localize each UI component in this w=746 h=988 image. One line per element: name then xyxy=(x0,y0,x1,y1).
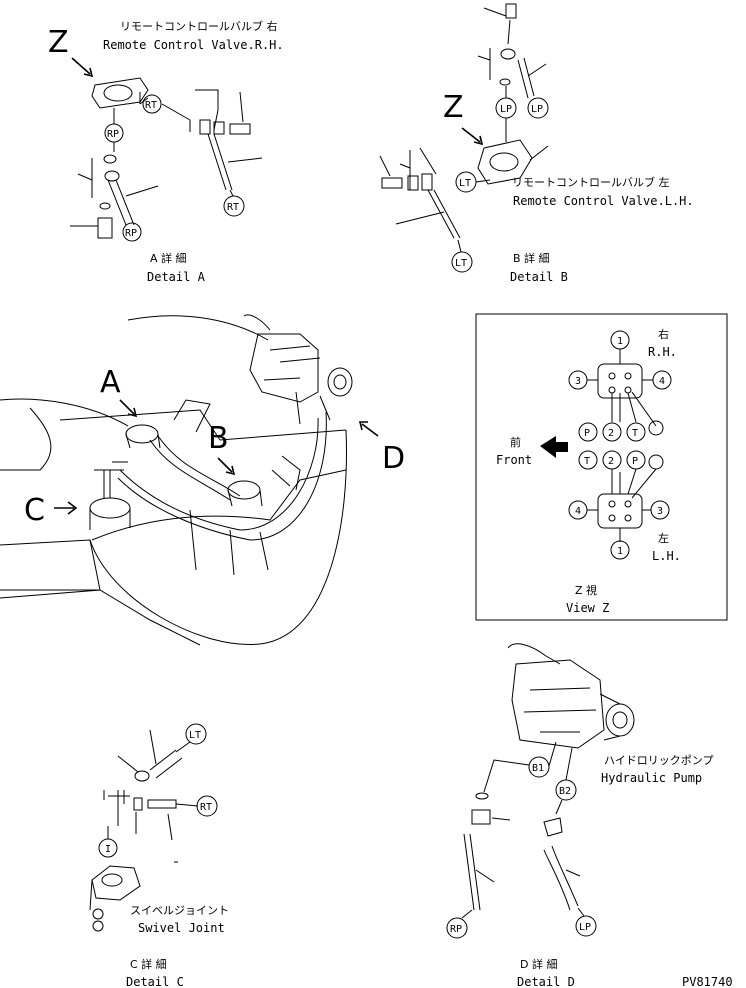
port-1-bottom: 1 xyxy=(617,546,623,557)
view-z-front-en: Front xyxy=(496,453,532,467)
detail-b-title-jp: リモートコントロールバルブ 左 xyxy=(512,175,670,189)
tag-i: I xyxy=(105,844,111,855)
detail-d-caption-en: Detail D xyxy=(517,975,575,988)
detail-b-caption-jp: B 詳 細 xyxy=(513,251,550,265)
detail-a-caption-jp: A 詳 細 xyxy=(150,251,187,265)
tag-rt-c: RT xyxy=(200,802,212,813)
port-tag-rp-d xyxy=(446,917,468,939)
valve-a xyxy=(125,424,159,444)
view-letter-z: Z xyxy=(48,25,69,60)
detail-d: ハイドロリックポンプ Hydraulic Pump B1 B2 RP LP D … xyxy=(446,643,713,988)
view-z-rh-jp: 右 xyxy=(658,327,669,341)
view-z-frame xyxy=(475,313,728,621)
direction-arrow-icon xyxy=(54,501,78,515)
port-tag-lp-2 xyxy=(527,97,549,119)
detail-d-caption-jp: D 詳 細 xyxy=(520,957,557,971)
port-2-bottom: 2 xyxy=(608,456,614,467)
detail-a: Z リモートコントロールバルブ 右 Remote Control Valve.R… xyxy=(48,19,284,284)
tag-lp-d: LP xyxy=(579,922,591,933)
direction-arrow-icon xyxy=(119,399,138,418)
direction-arrow-icon xyxy=(358,421,379,437)
port-2-top: 2 xyxy=(608,428,614,439)
port-1-top: 1 xyxy=(617,336,623,347)
tag-rp-2: RP xyxy=(125,228,137,239)
tag-lp-2: LP xyxy=(531,104,543,115)
port-4-top: 4 xyxy=(659,376,665,387)
detail-letter-a: A xyxy=(100,365,121,400)
detail-c-caption-jp: C 詳 細 xyxy=(130,957,167,971)
port-t-bottom: T xyxy=(584,456,590,467)
port-tag-rt-c xyxy=(196,795,218,817)
tag-rp-1: RP xyxy=(107,129,119,140)
port-tag-rt-2 xyxy=(223,195,245,217)
swivel-joint xyxy=(89,497,131,519)
swivel-joint-c xyxy=(91,865,141,901)
detail-c-caption-en: Detail C xyxy=(126,975,184,988)
port-p-top: P xyxy=(584,428,590,439)
detail-c-title-en: Swivel Joint xyxy=(138,921,225,935)
detail-c: LT RT I スイベルジョイント Swivel Joint C 詳 細 Det… xyxy=(89,723,229,988)
tag-rp-d: RP xyxy=(450,924,462,935)
detail-letter-b: B xyxy=(208,421,229,456)
tag-lt-1: LT xyxy=(459,178,471,189)
tag-b1: B1 xyxy=(532,763,544,774)
view-z-rh-en: R.H. xyxy=(648,345,677,359)
direction-arrow-icon xyxy=(461,127,484,146)
port-3-top: 3 xyxy=(575,376,581,387)
detail-b-title-en: Remote Control Valve.L.H. xyxy=(513,194,694,208)
detail-letter-d: D xyxy=(382,441,405,476)
tag-lp-1: LP xyxy=(500,104,512,115)
port-tag-rp-2 xyxy=(122,222,142,242)
remote-control-valve-lh xyxy=(477,139,533,185)
hydraulic-pump-main xyxy=(249,333,319,403)
view-z-lh-jp: 左 xyxy=(658,532,669,545)
port-4-bottom: 4 xyxy=(575,506,581,517)
view-z-caption-en: View Z xyxy=(566,601,609,615)
detail-c-title-jp: スイベルジョイント xyxy=(130,904,229,917)
tag-rt-1: RT xyxy=(145,100,157,111)
port-tag-b1 xyxy=(528,756,550,778)
drawing-code: PV81740 xyxy=(682,975,733,988)
tag-b2: B2 xyxy=(559,786,571,797)
main-assembly-view: A B C D xyxy=(0,314,405,646)
port-p-bottom: P xyxy=(632,456,638,467)
tag-lt-c: LT xyxy=(189,730,201,741)
port-tag-lt-c xyxy=(185,723,207,745)
front-arrow-icon xyxy=(540,436,568,458)
hydraulic-pump-d xyxy=(511,659,605,749)
view-z-caption-jp: Z 視 xyxy=(575,583,597,597)
port-3-bottom: 3 xyxy=(657,506,663,517)
view-z: 右 R.H. 1 3 4 P 2 T 前 Front T 2 P xyxy=(475,313,728,621)
detail-d-title-en: Hydraulic Pump xyxy=(601,771,702,785)
detail-a-caption-en: Detail A xyxy=(147,270,206,284)
detail-letter-c: C xyxy=(24,493,45,528)
detail-b-caption-en: Detail B xyxy=(510,270,568,284)
detail-a-title-en: Remote Control Valve.R.H. xyxy=(103,38,284,52)
detail-a-title-jp: リモートコントロールバルブ 右 xyxy=(120,19,278,33)
tag-lt-2: LT xyxy=(455,258,467,269)
view-z-lh-en: L.H. xyxy=(652,549,681,563)
view-z-front-jp: 前 xyxy=(510,435,521,449)
port-tag-lt-2 xyxy=(451,251,473,273)
tag-rt-2: RT xyxy=(227,202,239,213)
direction-arrow-icon xyxy=(71,57,94,78)
port-t-top: T xyxy=(632,428,638,439)
detail-b: LP LP Z リモートコントロールバルブ 左 Remote Control V… xyxy=(379,3,694,284)
detail-d-title-jp: ハイドロリックポンプ xyxy=(604,754,713,767)
port-tag-lp-d xyxy=(575,915,597,937)
port-tag-rt xyxy=(142,94,162,114)
direction-arrow-icon xyxy=(217,457,236,476)
valve-b xyxy=(227,480,261,500)
view-letter-z-b: Z xyxy=(443,90,464,125)
